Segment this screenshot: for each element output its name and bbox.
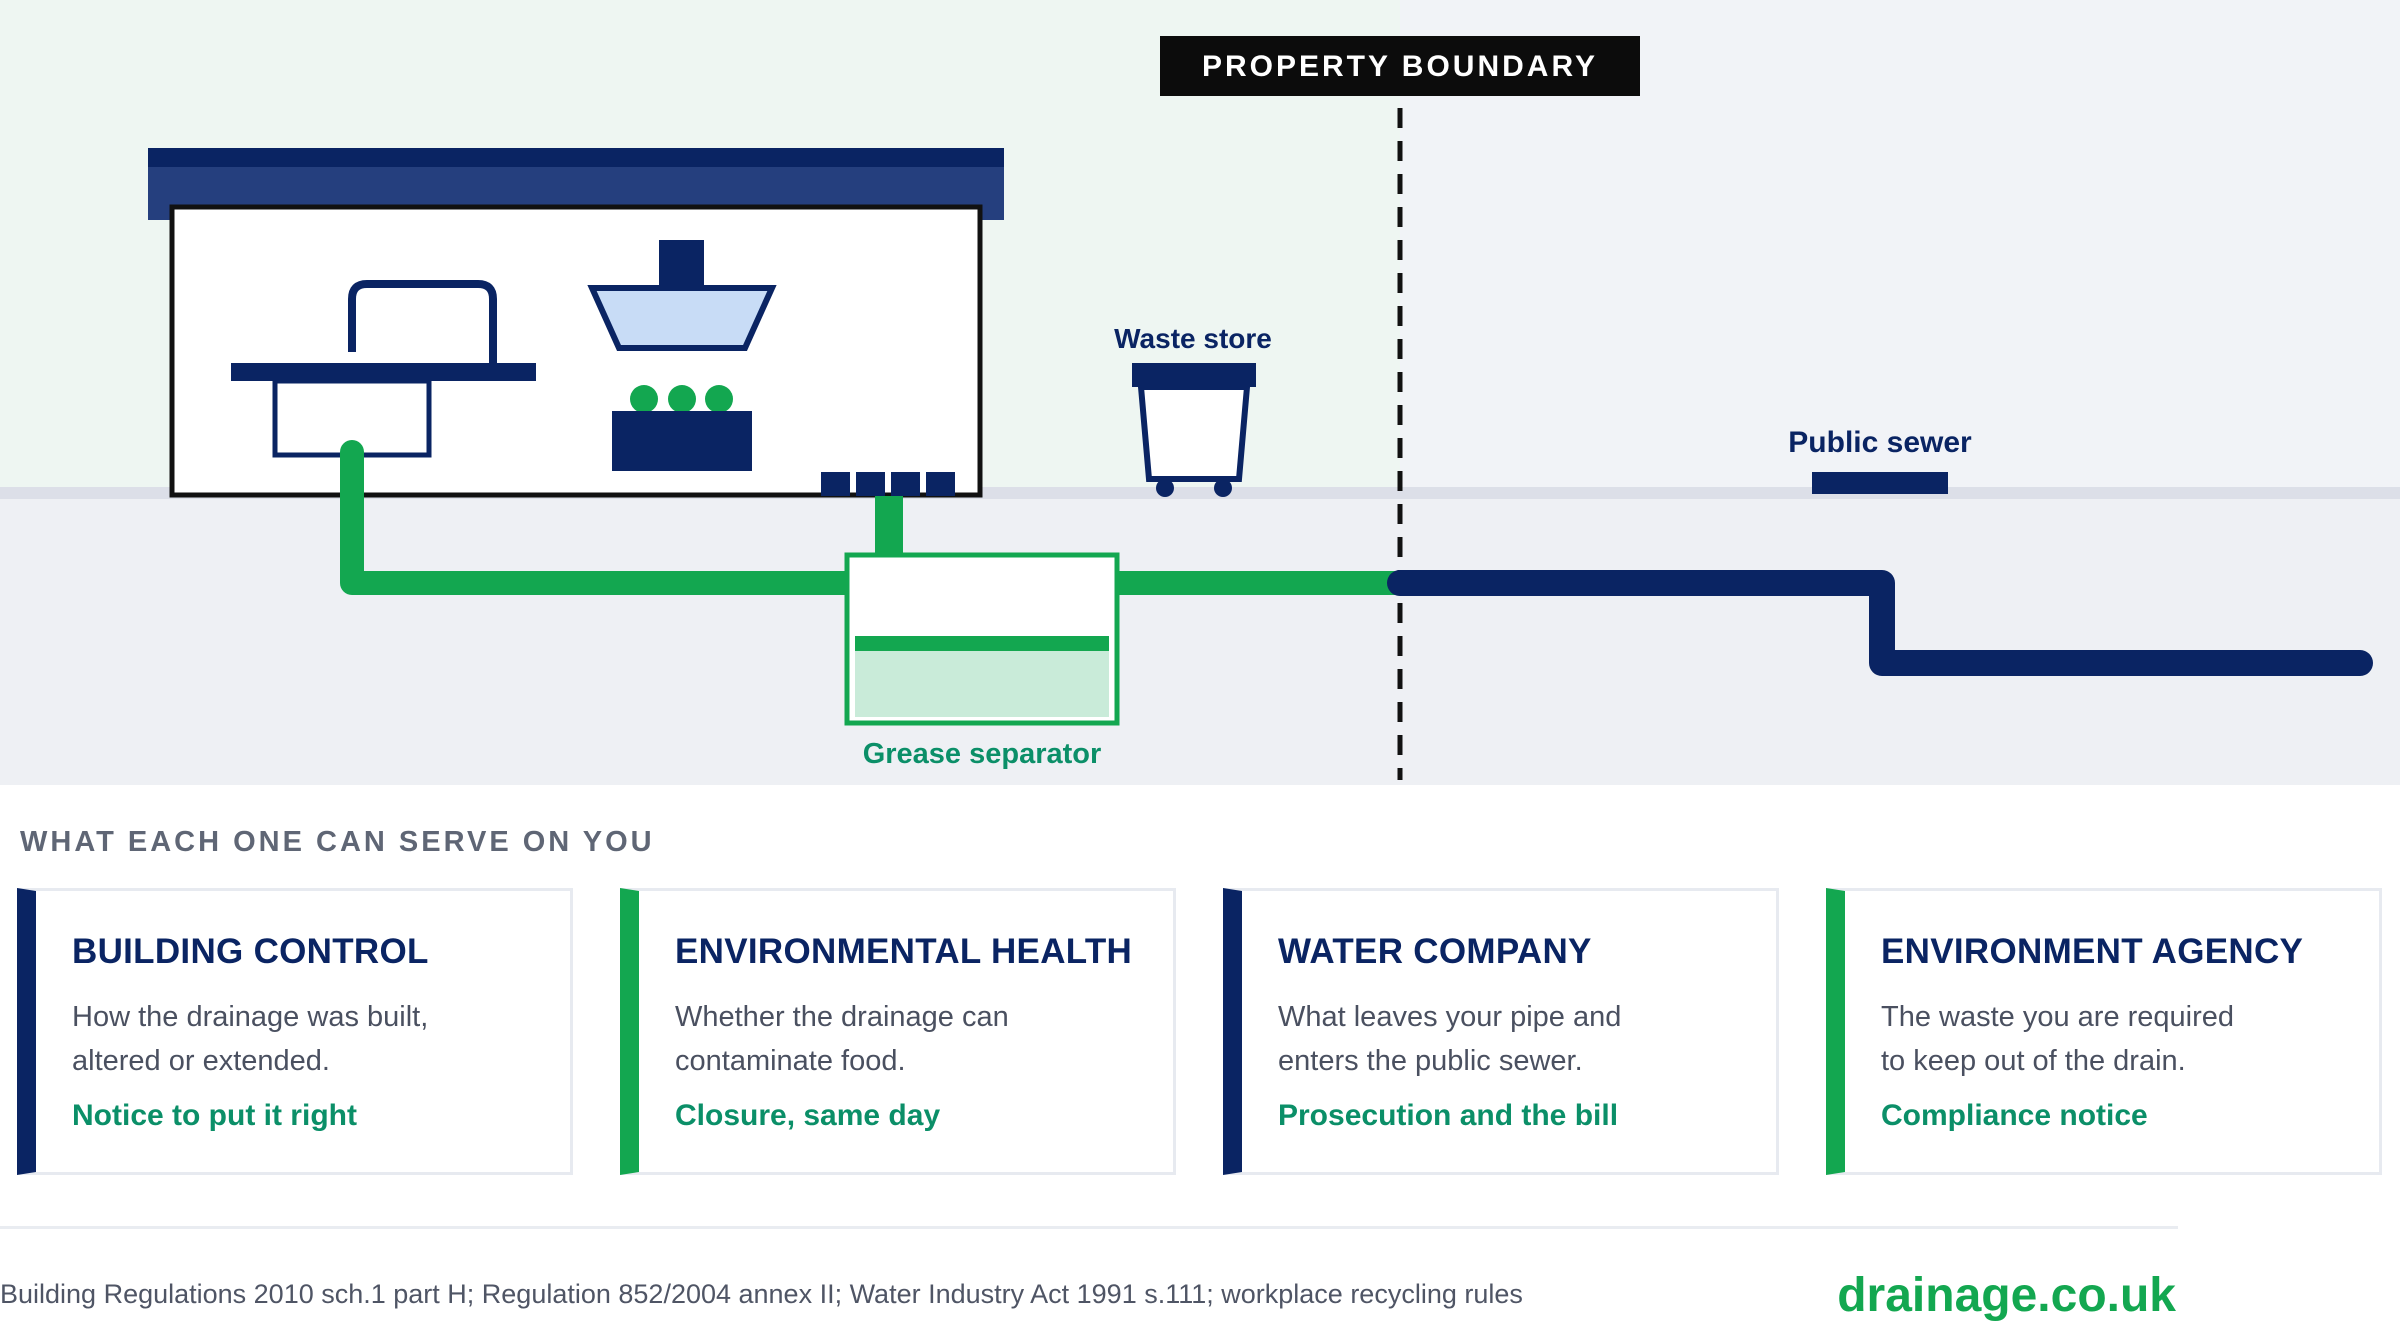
card-desc-line: contaminate food. bbox=[675, 1045, 906, 1077]
bin-wheel-left bbox=[1156, 479, 1174, 497]
grease-separator-label: Grease separator bbox=[863, 738, 1102, 770]
property-boundary-badge bbox=[1160, 36, 1640, 96]
extractor-duct bbox=[659, 240, 704, 288]
separator-grease-layer bbox=[855, 636, 1109, 651]
separator-water-layer bbox=[855, 651, 1109, 717]
sink-counter bbox=[231, 363, 536, 381]
hob-burner-1 bbox=[630, 385, 658, 413]
hob-burner-3 bbox=[705, 385, 733, 413]
drainage-diagram: PROPERTY BOUNDARY Waste store Public sew… bbox=[0, 0, 2400, 785]
card-desc-line: How the drainage was built, bbox=[72, 1001, 429, 1033]
floor-gully-1 bbox=[821, 472, 850, 496]
floor-gully-2 bbox=[856, 472, 885, 496]
card-environment-agency: ENVIRONMENT AGENCY The waste you are req… bbox=[1826, 888, 2382, 1175]
card-title: BUILDING CONTROL bbox=[72, 932, 429, 971]
hob-burner-2 bbox=[668, 385, 696, 413]
card-desc-line: Whether the drainage can bbox=[675, 1001, 1009, 1033]
card-desc-line: enters the public sewer. bbox=[1278, 1045, 1583, 1077]
authority-cards: BUILDING CONTROL How the drainage was bu… bbox=[17, 888, 2382, 1175]
card-title: ENVIRONMENT AGENCY bbox=[1881, 932, 2304, 971]
card-title: WATER COMPANY bbox=[1278, 932, 1592, 971]
section-title: WHAT EACH ONE CAN SERVE ON YOU bbox=[20, 826, 655, 858]
card-description: The waste you are required to keep out o… bbox=[1881, 995, 2311, 1083]
floor-gully-3 bbox=[891, 472, 920, 496]
card-description: Whether the drainage can contaminate foo… bbox=[675, 995, 1105, 1083]
property-boundary-label: PROPERTY BOUNDARY bbox=[1202, 50, 1598, 83]
card-building-control: BUILDING CONTROL How the drainage was bu… bbox=[17, 888, 573, 1175]
ground-area bbox=[0, 492, 2400, 785]
brand-logo[interactable]: drainage.co.uk bbox=[1837, 1269, 2176, 1322]
card-environmental-health: ENVIRONMENTAL HEALTH Whether the drainag… bbox=[620, 888, 1176, 1175]
bin-lid bbox=[1132, 363, 1256, 387]
card-outcome: Compliance notice bbox=[1881, 1099, 2148, 1132]
extractor-hood-icon bbox=[587, 285, 777, 351]
public-sewer-label: Public sewer bbox=[1788, 426, 1972, 459]
floor-gully-4 bbox=[926, 472, 955, 496]
card-water-company: WATER COMPANY What leaves your pipe and … bbox=[1223, 888, 1779, 1175]
footer-sources: Building Regulations 2010 sch.1 part H; … bbox=[0, 1279, 1523, 1309]
building-roof-top bbox=[148, 148, 1004, 167]
card-desc-line: What leaves your pipe and bbox=[1278, 1001, 1622, 1033]
card-desc-line: The waste you are required bbox=[1881, 1001, 2235, 1033]
card-outcome: Prosecution and the bill bbox=[1278, 1099, 1619, 1132]
card-outcome: Closure, same day bbox=[675, 1099, 941, 1132]
card-description: How the drainage was built, altered or e… bbox=[72, 995, 502, 1083]
gully-drain-pipe bbox=[875, 496, 903, 554]
card-title: ENVIRONMENTAL HEALTH bbox=[675, 932, 1133, 971]
cooker-unit bbox=[612, 411, 752, 471]
card-desc-line: to keep out of the drain. bbox=[1881, 1045, 2186, 1077]
bin-wheel-right bbox=[1214, 479, 1232, 497]
footer-divider bbox=[0, 1226, 2178, 1229]
tap-icon bbox=[348, 280, 497, 365]
card-desc-line: altered or extended. bbox=[72, 1045, 330, 1077]
public-sewer-pipe bbox=[1387, 570, 2373, 676]
public-sewer-cover bbox=[1812, 472, 1948, 494]
waste-store-label: Waste store bbox=[1114, 323, 1272, 354]
waste-bin-icon bbox=[1137, 384, 1251, 482]
card-outcome: Notice to put it right bbox=[72, 1099, 357, 1132]
sink-drain-pipe bbox=[340, 440, 864, 595]
card-description: What leaves your pipe and enters the pub… bbox=[1278, 995, 1708, 1083]
